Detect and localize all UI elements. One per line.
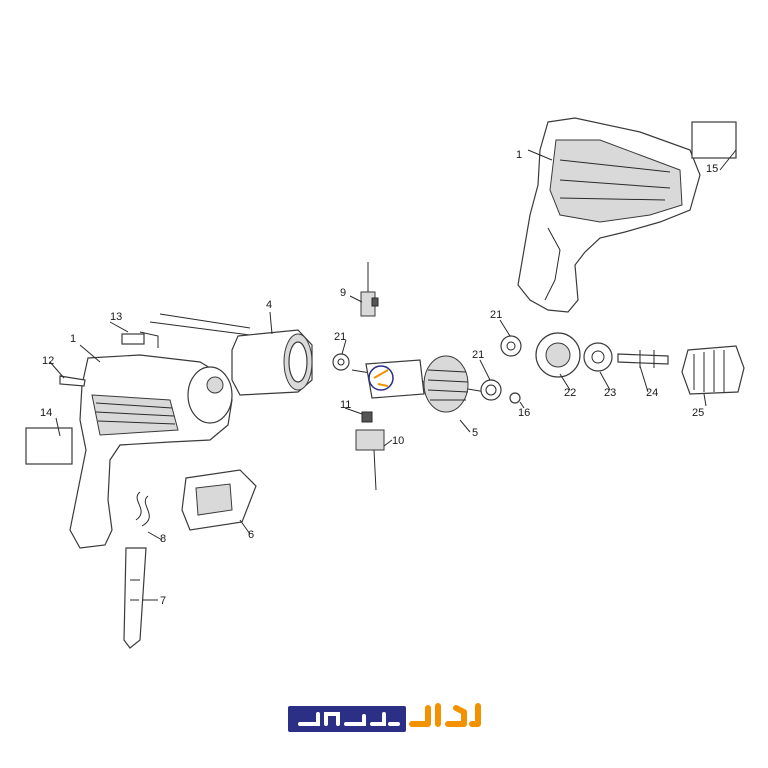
- armature: [332, 353, 487, 413]
- gear-parts: [480, 332, 745, 404]
- part-number-label: 25: [692, 407, 704, 419]
- brand-logo: [288, 703, 481, 732]
- part-number-label: 14: [40, 407, 52, 419]
- part-number-label: 21: [334, 331, 346, 343]
- part-number-label: 10: [392, 435, 404, 447]
- part-number-label: 21: [472, 349, 484, 361]
- part-number-label: 21: [490, 309, 502, 321]
- part-number-label: 6: [248, 529, 254, 541]
- part-number-label: 9: [340, 287, 346, 299]
- part-number-label: 13: [110, 311, 122, 323]
- part-number-label: 15: [706, 163, 718, 175]
- leader-lines: [49, 149, 737, 601]
- power-cable: [123, 491, 150, 649]
- brush-holder-bottom: [355, 411, 385, 491]
- stator: [149, 313, 313, 396]
- part-number-label: 8: [160, 533, 166, 545]
- brush-holder-top: [360, 262, 379, 317]
- part-number-label: 24: [646, 387, 658, 399]
- part-number-label: 23: [604, 387, 616, 399]
- part-number-label: 1: [70, 333, 76, 345]
- part-number-label: 22: [564, 387, 576, 399]
- part-labels: 1 1 4 5 6 7 8 9 10 11 12 13 14 15 16 21 …: [40, 149, 718, 607]
- part-number-label: 11: [340, 399, 351, 411]
- part-number-label: 5: [472, 427, 478, 439]
- housing-assembly-left: [25, 331, 233, 549]
- part-number-label: 4: [266, 299, 272, 311]
- switch: [181, 469, 257, 531]
- housing-half-right: [517, 117, 737, 313]
- part-number-label: 7: [160, 595, 166, 607]
- part-number-label: 1: [516, 149, 522, 161]
- part-number-label: 12: [42, 355, 54, 367]
- part-number-label: 16: [518, 407, 530, 419]
